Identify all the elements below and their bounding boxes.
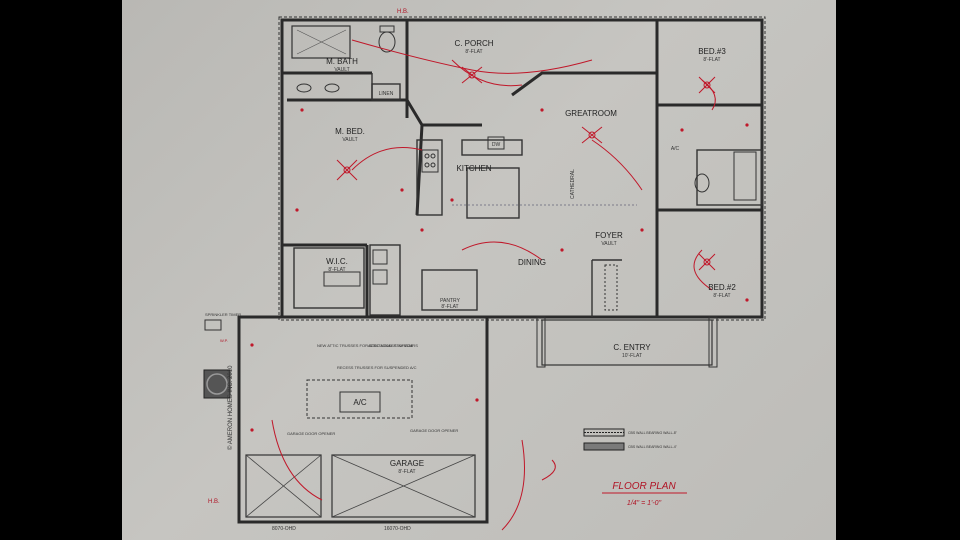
- floor-plan-drawing: C. PORCH 8'-FLAT M. BATH VAULT LINEN M. …: [203, 9, 766, 532]
- room-linen: LINEN: [379, 91, 394, 97]
- attic-access-note: ATTIC ACCESS W/ STAIRS: [368, 343, 418, 348]
- interior-walls: [282, 20, 763, 317]
- room-labels: C. PORCH 8'-FLAT M. BATH VAULT LINEN M. …: [326, 39, 736, 475]
- garage-door-8070: 8070-OHD: [272, 526, 296, 532]
- hb-left-label: H.B.: [208, 499, 220, 505]
- annotations: H.B. H.B. CATHEDRAL NEW ATTIC TRUSSES FO…: [205, 9, 576, 532]
- ac-unit-label: A/C: [353, 398, 367, 407]
- sprinkler-timer-label: SPRINKLER TIMER: [205, 312, 241, 317]
- room-bed3-ceiling: 8'-FLAT: [703, 57, 720, 63]
- plan-title: FLOOR PLAN: [612, 481, 676, 492]
- room-bed3: BED.#3: [698, 47, 726, 56]
- garage-door-16070: 16070-OHD: [384, 526, 411, 532]
- room-ac-closet: A/C: [671, 146, 680, 152]
- room-dining: DINING: [518, 258, 546, 267]
- legend-symbols: [583, 428, 687, 494]
- room-wic-ceiling: 8'-FLAT: [328, 267, 345, 273]
- room-pantry: PANTRY: [440, 298, 460, 304]
- room-bed2-ceiling: 8'-FLAT: [713, 293, 730, 299]
- covered-entry: [536, 316, 718, 368]
- company-vertical-text: © AMERON HOMES INC. 2010: [227, 365, 234, 450]
- room-wic: W.I.C.: [326, 257, 348, 266]
- wp-label: W.P.: [220, 338, 228, 343]
- electrical-layout: [250, 39, 749, 531]
- room-m-bath-ceiling: VAULT: [334, 67, 349, 73]
- room-c-porch: C. PORCH: [454, 39, 493, 48]
- room-c-entry-ceiling: 10'-FLAT: [622, 353, 642, 359]
- room-kitchen: KITCHEN: [456, 164, 491, 173]
- room-greatroom: GREATROOM: [565, 109, 617, 118]
- room-garage-ceiling: 8'-FLAT: [398, 469, 415, 475]
- room-m-bed: M. BED.: [335, 127, 365, 136]
- legend: CBS WALL BEARING WALL-8" CBS WALL BEARIN…: [628, 431, 678, 449]
- legend-item-1: CBS WALL BEARING WALL-8": [628, 431, 678, 435]
- garage-walls: [203, 315, 489, 524]
- garage-opener-1: GARAGE DOOR OPENER: [287, 431, 335, 436]
- fixtures: [291, 25, 757, 311]
- room-c-entry: C. ENTRY: [613, 343, 651, 352]
- room-pantry-ceiling: 8'-FLAT: [441, 304, 458, 310]
- cathedral-label: CATHEDRAL: [570, 169, 576, 199]
- room-m-bath: M. BATH: [326, 57, 358, 66]
- garage-opener-2: GARAGE DOOR OPENER: [410, 428, 458, 433]
- recess-trusses-note: RECESS TRUSSES FOR SUSPENDED A/C: [337, 365, 417, 370]
- room-c-porch-ceiling: 8'-FLAT: [465, 49, 482, 55]
- title-block: FLOOR PLAN 1/4" = 1'-0": [612, 481, 676, 507]
- room-dw: DW: [492, 142, 501, 148]
- room-bed2: BED.#2: [708, 283, 736, 292]
- legend-item-2: CBS WALL BEARING WALL-4": [628, 445, 678, 449]
- room-foyer: FOYER: [595, 231, 623, 240]
- plan-scale: 1/4" = 1'-0": [627, 500, 662, 507]
- room-foyer-ceiling: VAULT: [601, 241, 616, 247]
- room-garage: GARAGE: [390, 459, 424, 468]
- attic-trusses-note: NEW ATTIC TRUSSES FOR ADDITIONAL STORAGE: [317, 343, 414, 348]
- blueprint-sheet: C. PORCH 8'-FLAT M. BATH VAULT LINEN M. …: [122, 0, 836, 540]
- hb-top-label: H.B.: [397, 9, 409, 15]
- room-m-bed-ceiling: VAULT: [342, 137, 357, 143]
